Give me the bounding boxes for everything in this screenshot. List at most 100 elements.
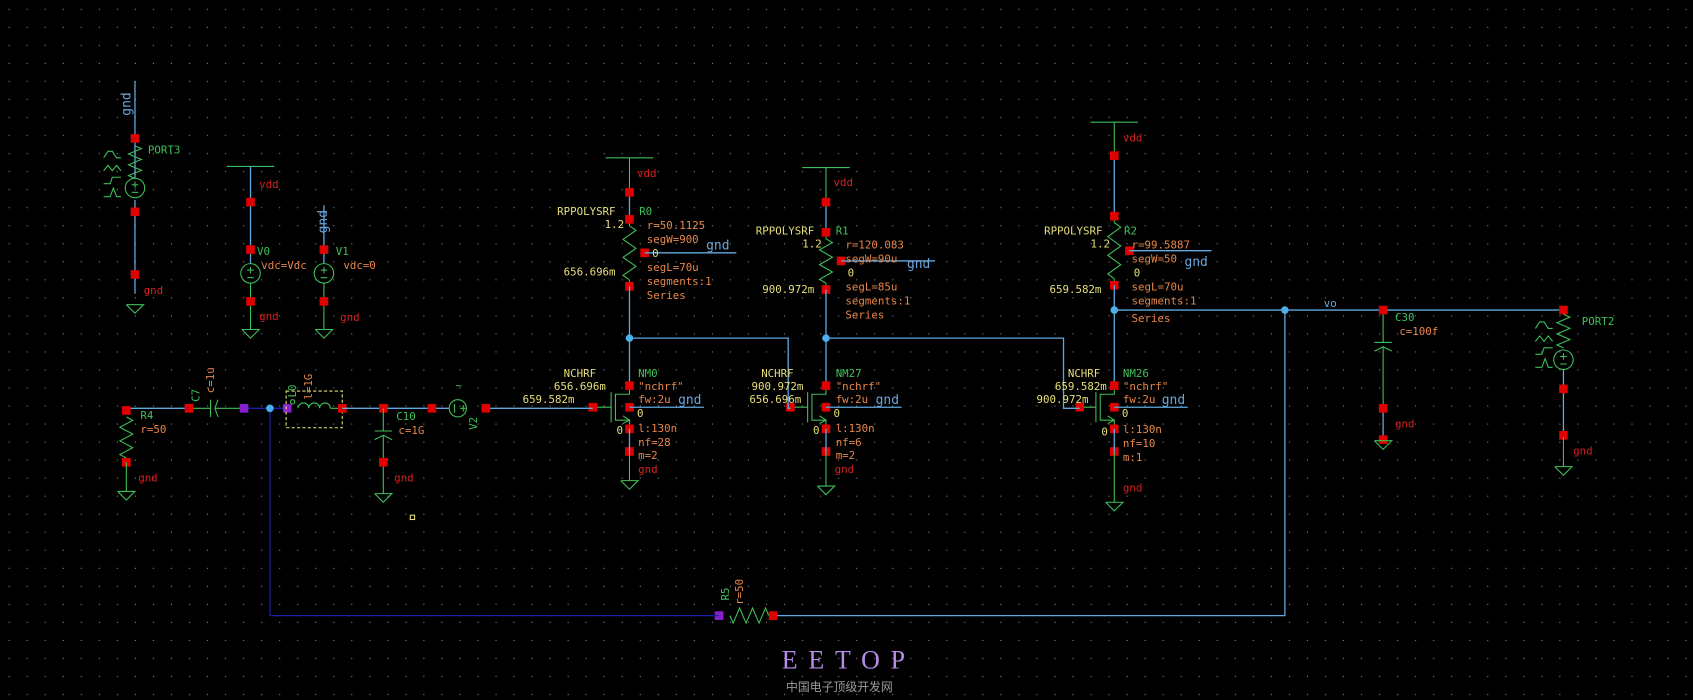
r1-bulk-voltage: 0 xyxy=(848,267,855,280)
pin[interactable] xyxy=(768,611,778,620)
pin[interactable] xyxy=(1559,305,1568,315)
r1-mode: Series xyxy=(845,309,884,322)
nm0-arrow-icon xyxy=(622,415,631,424)
r2-vdd: vdd xyxy=(1123,132,1142,145)
r0-resistance: r=50.1125 xyxy=(647,219,705,232)
nm26-resistor-icon xyxy=(1106,222,1122,280)
pin[interactable] xyxy=(1559,430,1568,440)
pin[interactable] xyxy=(239,403,249,413)
r2-name: R2 xyxy=(1124,224,1137,237)
pin[interactable] xyxy=(1109,151,1119,160)
nm0-labels: NCHRF NM0 656.696m "nchrf" 659.582m fw:2… xyxy=(523,367,702,476)
nm0-resistor-icon xyxy=(622,225,637,281)
pin[interactable] xyxy=(122,406,131,415)
wire-feedback-selected[interactable] xyxy=(269,408,720,617)
nm26-gate-voltage: 900.972m xyxy=(1037,393,1089,406)
pin[interactable] xyxy=(625,381,634,390)
pin[interactable] xyxy=(246,197,255,207)
pin[interactable] xyxy=(319,245,329,254)
v1-gnd: gnd xyxy=(340,311,359,324)
nm27-bulk-net: gnd xyxy=(876,393,899,408)
v1-source-icon xyxy=(313,263,335,284)
r1-vdd: vdd xyxy=(834,176,853,189)
nm26-drain-voltage: 659.582m xyxy=(1055,380,1107,393)
r0-name: R0 xyxy=(639,205,652,218)
ground-icon xyxy=(620,480,640,491)
nm0-nf: nf=28 xyxy=(638,436,670,449)
c10-name: C10 xyxy=(396,410,415,423)
nm0-bulk-voltage: 0 xyxy=(637,407,644,420)
r4-name: R4 xyxy=(140,409,153,422)
pin[interactable] xyxy=(625,188,634,197)
r1-labels: vdd RPPOLYSRF R1 1.2 r=120.083 segW=90u … xyxy=(756,176,931,322)
nm0-m: m=2 xyxy=(638,449,657,462)
pin[interactable] xyxy=(1075,402,1085,412)
output-labels: vo C30 c=100f gnd PORT2 gnd xyxy=(1324,297,1615,458)
pin[interactable] xyxy=(378,457,388,467)
pin[interactable] xyxy=(130,207,140,217)
pin[interactable] xyxy=(1378,403,1388,413)
nm27-arrow-icon xyxy=(819,415,828,424)
inductor-selection-box[interactable] xyxy=(285,390,343,429)
nm26-gnd: gnd xyxy=(1123,481,1142,494)
nm27-drain-voltage: 900.972m xyxy=(751,380,803,393)
pin[interactable] xyxy=(821,197,831,207)
pin[interactable] xyxy=(1378,435,1388,444)
nm26-bulk-net: gnd xyxy=(1162,393,1185,408)
pin[interactable] xyxy=(1559,384,1568,394)
v1-param: vdc=0 xyxy=(343,259,375,272)
pin[interactable] xyxy=(1109,381,1119,390)
pulse-wave-icon xyxy=(1535,357,1553,368)
triangle-wave-icon xyxy=(103,164,122,172)
r1-name: R1 xyxy=(836,224,849,237)
pin[interactable] xyxy=(786,402,795,412)
port2-name: PORT2 xyxy=(1582,315,1614,328)
nm0-nmos-icon xyxy=(614,385,631,429)
nm0-bulk-net: gnd xyxy=(678,393,701,408)
nm26-bulk-voltage: 0 xyxy=(1122,407,1129,420)
r5-resistor-icon xyxy=(729,606,770,625)
pin[interactable] xyxy=(481,403,491,413)
v0-vdd: vdd xyxy=(259,178,278,191)
pin[interactable] xyxy=(821,227,831,237)
r2-bulk-voltage: 0 xyxy=(1134,267,1141,280)
r2-bulk-net: gnd xyxy=(1184,255,1207,270)
c30-name: C30 xyxy=(1395,311,1414,324)
ground-icon xyxy=(125,304,145,315)
nm0-drain-voltage: 656.696m xyxy=(554,380,606,393)
wire-nm0-to-nm27[interactable] xyxy=(629,337,791,409)
r4-resistor-icon xyxy=(118,416,134,459)
c7-name: C7 xyxy=(190,389,203,402)
r0-model: RPPOLYSRF xyxy=(557,205,615,218)
pin[interactable] xyxy=(821,381,831,390)
r1-segw: segW=90u xyxy=(845,253,897,266)
l0-param: l=1G xyxy=(302,374,315,400)
c7-param: c=1u xyxy=(204,367,217,393)
v2-symbol: ~ xyxy=(456,379,463,392)
pin[interactable] xyxy=(130,270,140,279)
pin[interactable] xyxy=(1109,211,1119,221)
nm27-source-voltage: 0 xyxy=(813,424,820,437)
r0-top-voltage: 1.2 xyxy=(605,218,624,231)
nm0-gate-voltage: 659.582m xyxy=(523,393,575,406)
wire-nm27-to-nm26[interactable] xyxy=(825,337,1080,409)
r0-segments: segments:1 xyxy=(647,275,712,288)
pin[interactable] xyxy=(625,215,634,224)
pin[interactable] xyxy=(427,403,437,413)
v0-param: vdc=Vdc xyxy=(261,259,306,272)
pin[interactable] xyxy=(246,245,255,254)
pin[interactable] xyxy=(246,297,255,306)
r0-bulk-net: gnd xyxy=(706,239,729,254)
nm0-fw: fw:2u xyxy=(638,393,670,406)
r1-model: RPPOLYSRF xyxy=(756,224,814,237)
pin[interactable] xyxy=(184,403,194,413)
wire-feedback[interactable] xyxy=(773,310,1286,617)
pin[interactable] xyxy=(588,402,598,412)
pin[interactable] xyxy=(130,134,140,143)
nm0-model: NCHRF xyxy=(564,367,596,380)
pin[interactable] xyxy=(1378,305,1388,315)
pin[interactable] xyxy=(282,403,292,413)
pin[interactable] xyxy=(319,297,329,306)
nm27-m: m=2 xyxy=(836,449,855,462)
